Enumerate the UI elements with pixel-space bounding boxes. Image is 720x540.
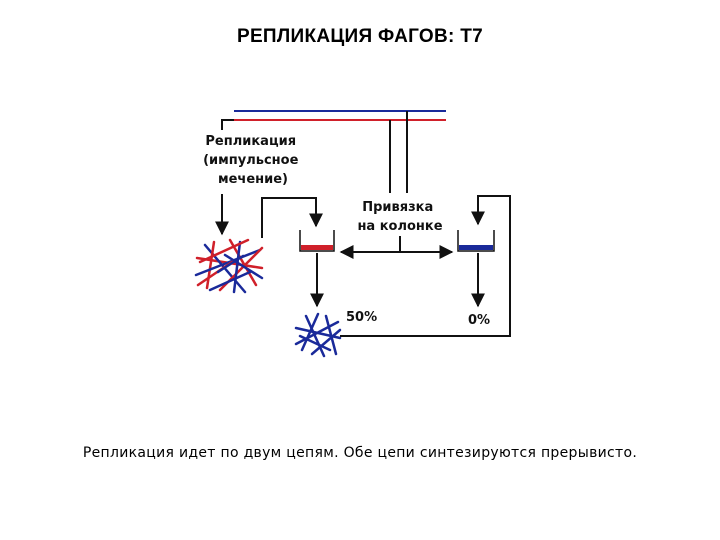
percent-left-label: 50% (346, 310, 377, 325)
binding-label-line-2: на колонке (357, 219, 442, 234)
right-tube-band-blue (459, 245, 493, 250)
caption: Репликация идет по двум цепям. Обе цепи … (82, 445, 638, 461)
binding-label-line-1: Привязка (362, 200, 433, 215)
replication-label-line-3: мечение) (218, 172, 288, 187)
slide-title: РЕПЛИКАЦИЯ ФАГОВ: T7 (236, 26, 484, 47)
replication-label-line-1: Репликация (205, 134, 296, 149)
left-tube (299, 230, 335, 252)
left-tube-band-red (301, 245, 333, 250)
connector-tangle-to-left-tube (261, 197, 323, 238)
tangled-dna-fragments (194, 238, 264, 294)
connector-fragments-to-right-tube (340, 195, 511, 337)
right-tube (457, 230, 495, 252)
replication-label: Репликация (импульсное мечение) (203, 134, 303, 187)
percent-right-label: 0% (468, 313, 490, 328)
connector-to-replication (221, 119, 234, 130)
blue-dna-fragments (294, 312, 342, 358)
binding-label: Привязка на колонке (357, 200, 442, 234)
replication-label-line-2: (импульсное (203, 153, 298, 168)
